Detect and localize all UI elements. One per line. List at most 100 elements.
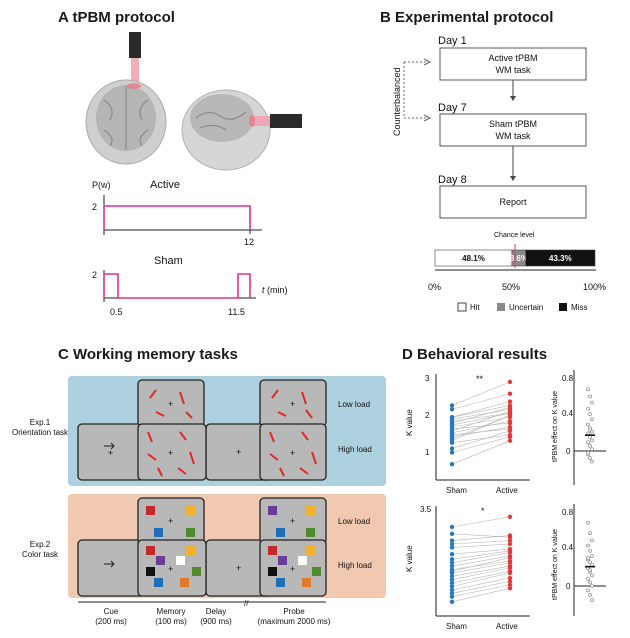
pair-line xyxy=(451,560,511,570)
bottom-effect-tick: 0.8 xyxy=(562,508,574,517)
sham-point xyxy=(449,594,455,599)
bottom-ytick: 3.5 xyxy=(420,505,432,514)
time-variable: t xyxy=(262,285,265,295)
pair-line xyxy=(451,412,511,426)
effect-point xyxy=(590,400,594,405)
orientation-bar xyxy=(301,391,307,405)
top-ytick: 1 xyxy=(425,448,430,457)
effect-point xyxy=(588,568,592,572)
effect-point xyxy=(588,394,592,399)
legend-miss: Miss xyxy=(571,303,587,312)
orientation-bar xyxy=(185,411,193,419)
sham-point xyxy=(449,403,455,408)
color-square-blue xyxy=(154,528,163,537)
orientation-bar xyxy=(269,431,275,443)
sham-point xyxy=(449,524,455,530)
sham-point xyxy=(449,580,455,586)
laser-device xyxy=(270,114,302,128)
day8-box xyxy=(439,185,587,219)
active-point xyxy=(507,565,513,570)
effect-point xyxy=(590,447,594,452)
report-bar-hit-label: 48.1% xyxy=(462,254,485,263)
day7-label: Day 7 xyxy=(438,102,467,114)
effect-point xyxy=(588,443,592,448)
sham-point xyxy=(449,563,455,569)
memory-high-load-card xyxy=(137,423,207,481)
exp2-low-load-label: Low load xyxy=(338,517,370,526)
active-point xyxy=(507,426,513,432)
active-point xyxy=(507,541,513,547)
pair-line xyxy=(451,436,511,453)
pair-line xyxy=(451,428,511,436)
active-point xyxy=(507,399,513,404)
timeline-cue-duration: (200 ms) xyxy=(95,617,127,626)
bottom-effect-points xyxy=(585,520,595,602)
counterbalance-arrow-day1 xyxy=(423,58,432,66)
day1-box xyxy=(439,47,587,81)
effect-point xyxy=(588,548,592,553)
effect-point xyxy=(588,428,592,432)
color-square-yellow xyxy=(186,546,195,555)
effect-point xyxy=(586,406,590,411)
exp2-label: Exp.2 xyxy=(30,540,51,549)
color-square-orange xyxy=(180,578,189,587)
legend-hit: Hit xyxy=(470,303,481,312)
bottom-xlabel-active: Active xyxy=(496,622,518,631)
orientation-bar xyxy=(271,389,279,399)
pair-line xyxy=(451,393,511,410)
panel-d: D Behavioral results 3 2 1 K value ** Sh… xyxy=(402,346,606,631)
pair-line xyxy=(451,411,511,432)
sham-end-tick: 11.5 xyxy=(228,307,245,317)
effect-point xyxy=(588,580,592,585)
time-axis-label: t (min) xyxy=(262,285,288,295)
axis-tick-100: 100% xyxy=(583,282,606,292)
sham-point xyxy=(449,574,455,579)
counterbalance-bracket xyxy=(403,61,428,119)
probe-high-fixation: + xyxy=(290,564,295,574)
delay-fixation: + xyxy=(236,563,241,573)
pair-line xyxy=(451,540,511,545)
axis-tick-50: 50% xyxy=(502,282,520,292)
laser-beam xyxy=(252,116,270,126)
sham-point xyxy=(449,446,455,451)
cue-arrow xyxy=(104,442,115,450)
pair-line xyxy=(451,440,511,465)
sham-point xyxy=(449,569,455,574)
color-square-white xyxy=(176,556,185,565)
bottom-effect-tick: 0 xyxy=(566,582,571,591)
probe-low-fixation: + xyxy=(290,399,295,409)
color-square-yellow xyxy=(306,546,315,555)
active-point xyxy=(507,560,513,565)
effect-point xyxy=(590,459,594,464)
pair-line xyxy=(451,584,511,597)
active-level-tick: 2 xyxy=(92,202,97,212)
sham-start-tick: 0.5 xyxy=(110,307,123,317)
top-ytick: 2 xyxy=(425,411,430,420)
axis-tick-0: 0% xyxy=(428,282,441,292)
effect-point xyxy=(590,598,594,602)
sham-point xyxy=(449,599,455,604)
effect-point xyxy=(586,440,590,445)
active-point xyxy=(507,438,513,443)
effect-point xyxy=(588,412,592,416)
top-paired-points xyxy=(449,379,513,467)
bottom-effect-tick: 0.4 xyxy=(562,543,574,552)
exp1-sublabel: Orientation task xyxy=(12,428,69,437)
legend-swatch-hit xyxy=(457,302,467,312)
panel-d-title: D Behavioral results xyxy=(402,346,547,363)
color-square-orange xyxy=(302,578,311,587)
top-ytick: 3 xyxy=(425,374,430,383)
effect-point xyxy=(586,543,590,548)
top-effect-tick: 0 xyxy=(566,447,571,456)
timeline-probe: Probe xyxy=(283,607,305,616)
effect-point xyxy=(586,387,590,392)
cue-card xyxy=(77,539,145,597)
panel-c: C Working memory tasks Exp.1 Orientation… xyxy=(12,346,386,626)
active-point xyxy=(507,550,513,555)
arrowhead xyxy=(510,176,516,181)
active-point xyxy=(507,409,513,414)
exp2-cards: + + + + + xyxy=(77,497,372,597)
color-square-purple xyxy=(278,556,287,565)
effect-point xyxy=(586,577,590,581)
